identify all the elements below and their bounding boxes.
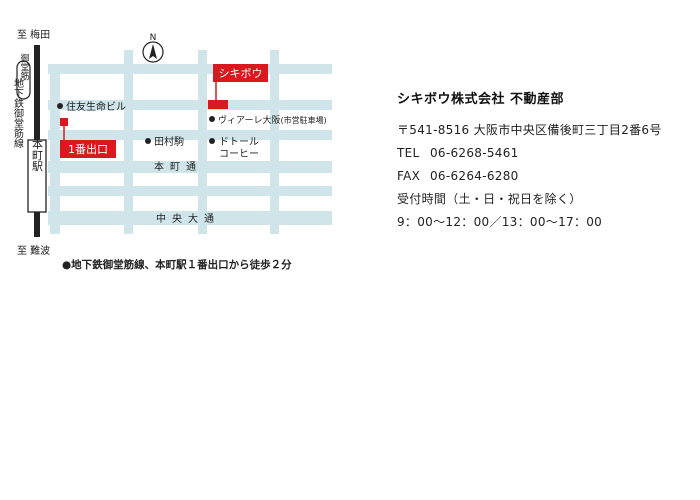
target-label: シキボウ: [219, 67, 263, 80]
tel-label: TEL: [397, 146, 420, 160]
subway-label: 地下鉄御堂筋線: [12, 77, 24, 148]
landmark-viale-label: ヴィアーレ大阪(市営駐車場): [218, 114, 327, 126]
exit-marker: [60, 118, 68, 126]
business-hours: 9：00〜12：00／13：00〜17：00: [397, 215, 603, 229]
south-destination-label: 至 難波: [17, 244, 50, 257]
road-v-4: [270, 50, 279, 234]
road-v-3: [198, 50, 207, 234]
target-label-box: [213, 64, 268, 82]
road-h-1: [48, 64, 332, 74]
hours-title: 受付時間（土・日・祝日を除く）: [397, 192, 582, 206]
road-v-1: [50, 64, 60, 234]
company-name: シキボウ株式会社 不動産部: [397, 92, 565, 107]
company-fax: FAX 06-6264-6280: [397, 165, 692, 188]
company-tel: TEL 06-6268-5461: [397, 142, 692, 165]
station-box: [27, 139, 47, 213]
landmark-tamurakoma-label: 田村駒: [154, 135, 184, 148]
landmark-viale: ヴィアーレ大阪(市営駐車場): [209, 114, 327, 126]
street-honmachi-label: 本町通: [154, 160, 202, 173]
landmark-tamurakoma: 田村駒: [145, 135, 184, 148]
landmark-doutor-label-1: ドトール: [219, 137, 259, 148]
road-h-5: [48, 186, 332, 196]
exit-label: 1番出口: [68, 142, 108, 156]
road-h-3: [48, 130, 332, 140]
road-chuo: [48, 211, 332, 225]
road-honmachi: [48, 161, 332, 173]
company-address: 〒541-8516 大阪市中央区備後町三丁目2番6号: [397, 123, 662, 137]
north-destination-label: 至 梅田: [17, 28, 50, 41]
landmark-doutor: ドトール コーヒー: [209, 137, 259, 160]
access-map: 本町駅 至 梅田 至 難波 御堂筋 地下鉄御堂筋線 N シキボウ 1番出口 住友…: [12, 28, 332, 271]
landmark-viale-name: ヴィアーレ大阪: [218, 114, 280, 126]
landmark-viale-note: (市営駐車場): [280, 115, 326, 125]
landmark-sumitomo: 住友生命ビル: [57, 100, 126, 113]
directions-caption: ●地下鉄御堂筋線、本町駅１番出口から徒歩２分: [62, 258, 292, 271]
company-info: シキボウ株式会社 不動産部 〒541-8516 大阪市中央区備後町三丁目2番6号…: [397, 88, 692, 234]
tel-number[interactable]: 06-6268-5461: [430, 146, 519, 160]
fax-number: 06-6264-6280: [430, 169, 519, 183]
line-badge: [16, 60, 31, 100]
landmark-doutor-label-2: コーヒー: [219, 148, 259, 160]
landmark-sumitomo-label: 住友生命ビル: [66, 100, 126, 113]
fax-label: FAX: [397, 169, 421, 183]
road-h-2: [48, 100, 332, 110]
station-label: 本町駅: [31, 137, 44, 172]
exit-label-box: [60, 140, 116, 158]
road-network: [48, 50, 332, 234]
road-v-2: [124, 50, 133, 234]
line-badge-label: 御堂筋: [19, 52, 30, 81]
north-label: N: [150, 33, 157, 43]
street-chuo-label: 中央大通: [156, 212, 220, 225]
target-building-marker: [208, 100, 228, 109]
north-compass-icon: N: [142, 33, 164, 63]
